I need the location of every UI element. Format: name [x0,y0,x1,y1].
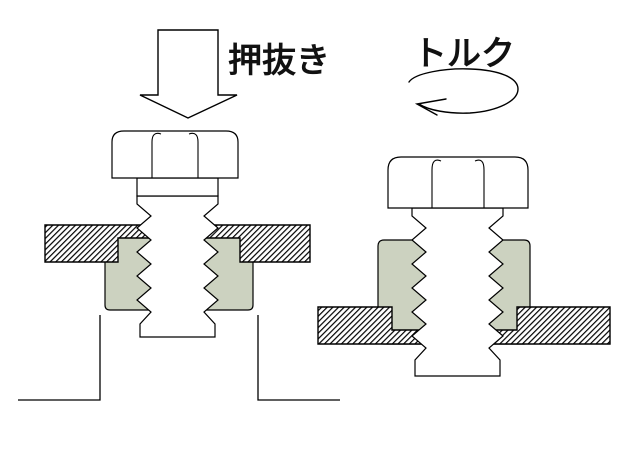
push-out-annotation-group: 押抜き [139,29,330,119]
rotation-arrowhead-icon [414,98,447,116]
push-out-assembly [18,130,340,401]
hex-nut-head [387,156,529,209]
torque-assembly [317,156,611,377]
bolt-head-divider-right [188,132,199,178]
bolt-head [111,130,239,179]
fixture-support-right [257,315,340,401]
fixture-support-left [18,315,101,401]
bolt-head-divider-left [151,132,162,178]
bolt-shank [136,195,219,338]
push-out-label: 押抜き [228,41,330,81]
torque-label: トルク [413,34,515,74]
torque-annotation-group: トルク [408,34,519,116]
rotation-arrow-icon [408,68,519,114]
bolt-collar [136,177,219,197]
nut-shank [411,207,504,377]
down-arrow-icon [139,29,238,119]
hex-nut-divider-right [474,159,485,208]
hex-nut-divider-left [431,159,442,208]
